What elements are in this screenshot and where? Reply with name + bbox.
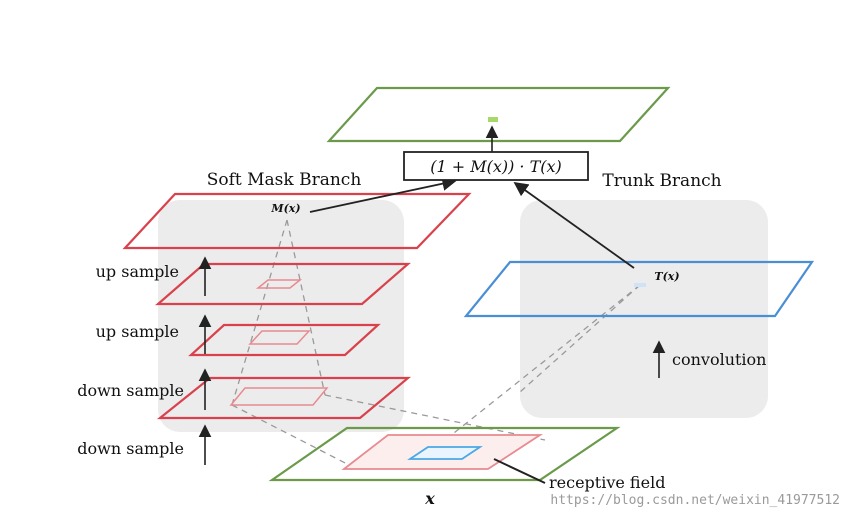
soft-mask-branch-title: Soft Mask Branch: [207, 170, 362, 190]
trunk-to-formula-arrow: [513, 181, 635, 269]
output-activation: [488, 117, 498, 122]
watermark: https://blog.csdn.net/weixin_41977512: [550, 493, 840, 508]
receptive-field-label: receptive field: [549, 473, 665, 492]
input-receptive-field-blue: [407, 446, 483, 460]
input-label: x: [424, 489, 435, 508]
trunk-plane: [463, 260, 815, 318]
trunk-label: T(x): [654, 270, 679, 283]
soft-mask-panel: [158, 200, 404, 432]
output-plane: [326, 86, 671, 143]
convolution-label: convolution: [672, 350, 766, 369]
mask-plane-down: [156, 376, 412, 420]
trunk-panel: [520, 200, 768, 418]
mask-plane-up-1-region: [248, 330, 311, 345]
mask-plane-top: [122, 192, 472, 250]
step-label-up-sample-bottom: up sample: [96, 322, 179, 341]
step-label-up-sample-top: up sample: [96, 262, 179, 281]
receptive-field-pointer: [493, 458, 546, 484]
mask-plane-up-2: [155, 262, 411, 306]
mask-plane-down-region: [229, 387, 329, 406]
receptive-field-dashed-lines: [231, 219, 641, 469]
formula-text: (1 + M(x)) · T(x): [430, 157, 562, 176]
mask-plane-up-1: [188, 323, 381, 357]
step-label-down-sample-top: down sample: [77, 381, 184, 400]
formula-box: [403, 151, 589, 181]
mask-to-formula-arrow: [309, 176, 457, 213]
mask-label: M(x): [270, 202, 300, 215]
mask-plane-up-2-region: [255, 279, 303, 289]
trunk-branch-title: Trunk Branch: [602, 171, 721, 191]
step-label-down-sample-bottom: down sample: [77, 439, 184, 458]
trunk-activation: [634, 283, 646, 287]
